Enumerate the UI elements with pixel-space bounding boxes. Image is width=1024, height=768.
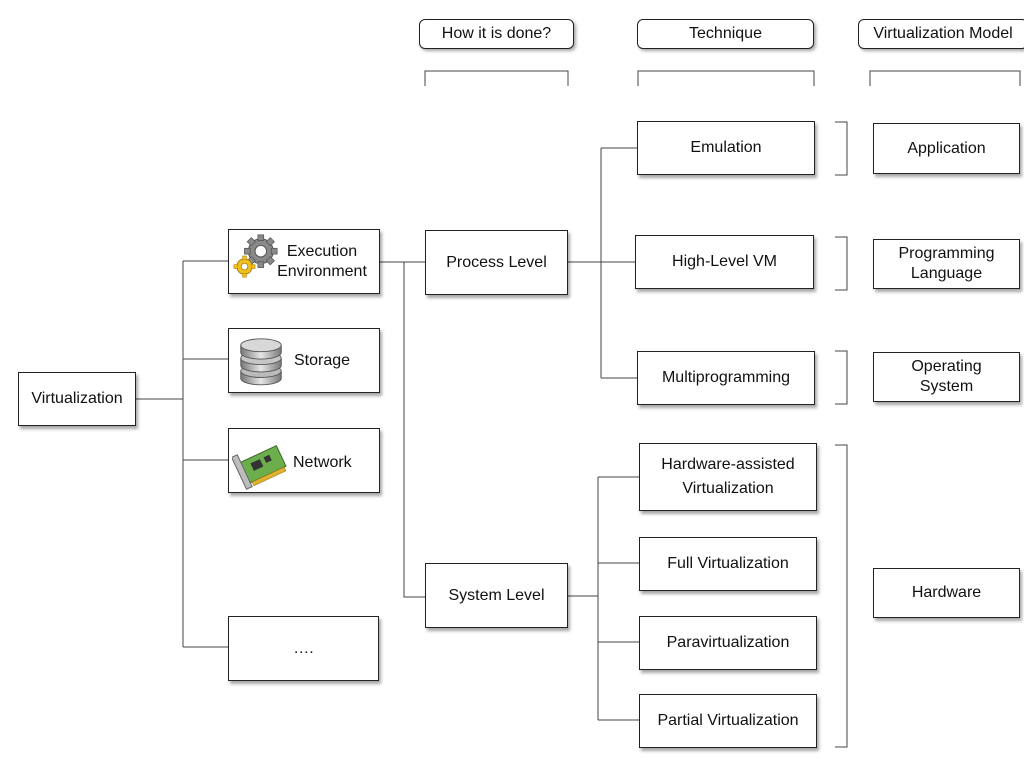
header-technique-label: Technique <box>689 25 762 42</box>
technique-hardware-assisted: Hardware-assisted Virtualization <box>639 443 817 511</box>
level-process: Process Level <box>425 230 568 295</box>
model-programming-language: Programming Language <box>873 239 1020 289</box>
bracket-operating-system <box>835 350 848 405</box>
category-more: …. <box>228 616 379 681</box>
level-system: System Level <box>425 563 568 628</box>
technique-paravirtualization: Paravirtualization <box>639 616 817 670</box>
disk-stack-icon <box>240 338 282 386</box>
technique-high-level-vm: High-Level VM <box>635 235 814 289</box>
category-network-label: Network <box>293 454 352 471</box>
technique-partial-virtualization: Partial Virtualization <box>639 694 817 748</box>
model-hardware: Hardware <box>873 568 1020 618</box>
level-system-label: System Level <box>448 586 545 604</box>
root-label: Virtualization <box>31 390 123 407</box>
bracket-application <box>835 121 848 176</box>
technique-emulation-label: Emulation <box>690 139 762 156</box>
connector-execution-levels <box>380 261 425 598</box>
header-bracket-model <box>869 70 1021 86</box>
technique-hw-assisted-label: Hardware-assisted Virtualization <box>661 456 795 497</box>
header-how-it-is-done: How it is done? <box>419 19 574 49</box>
bracket-programming-language <box>835 236 848 291</box>
technique-para-label: Paravirtualization <box>666 634 790 651</box>
bracket-hardware <box>835 444 848 748</box>
technique-full-virtualization: Full Virtualization <box>639 537 817 591</box>
category-execution-label: Execution Environment <box>277 242 367 280</box>
model-programming-language-label: Programming Language <box>898 245 995 282</box>
technique-multiprogramming: Multiprogramming <box>637 351 815 405</box>
header-model-label: Virtualization Model <box>873 25 1013 42</box>
technique-partial-label: Partial Virtualization <box>657 712 799 729</box>
network-card-icon <box>232 444 287 490</box>
header-bracket-how <box>424 70 569 86</box>
technique-multiprogramming-label: Multiprogramming <box>661 369 791 386</box>
root-virtualization: Virtualization <box>18 372 136 426</box>
level-process-label: Process Level <box>446 253 547 271</box>
header-bracket-technique <box>637 70 815 86</box>
model-application: Application <box>873 123 1020 174</box>
category-storage-label: Storage <box>293 351 351 369</box>
model-application-label: Application <box>907 139 986 157</box>
model-operating-system-label: Operating System <box>911 358 982 395</box>
technique-hlvm-label: High-Level VM <box>672 253 777 270</box>
category-more-label: …. <box>293 639 314 657</box>
header-virtualization-model: Virtualization Model <box>858 19 1024 49</box>
header-how-label: How it is done? <box>441 25 552 42</box>
technique-emulation: Emulation <box>637 121 815 175</box>
model-operating-system: Operating System <box>873 352 1020 402</box>
model-hardware-label: Hardware <box>911 584 982 601</box>
gears-icon <box>233 234 278 278</box>
header-technique: Technique <box>637 19 814 49</box>
technique-full-label: Full Virtualization <box>667 555 789 572</box>
